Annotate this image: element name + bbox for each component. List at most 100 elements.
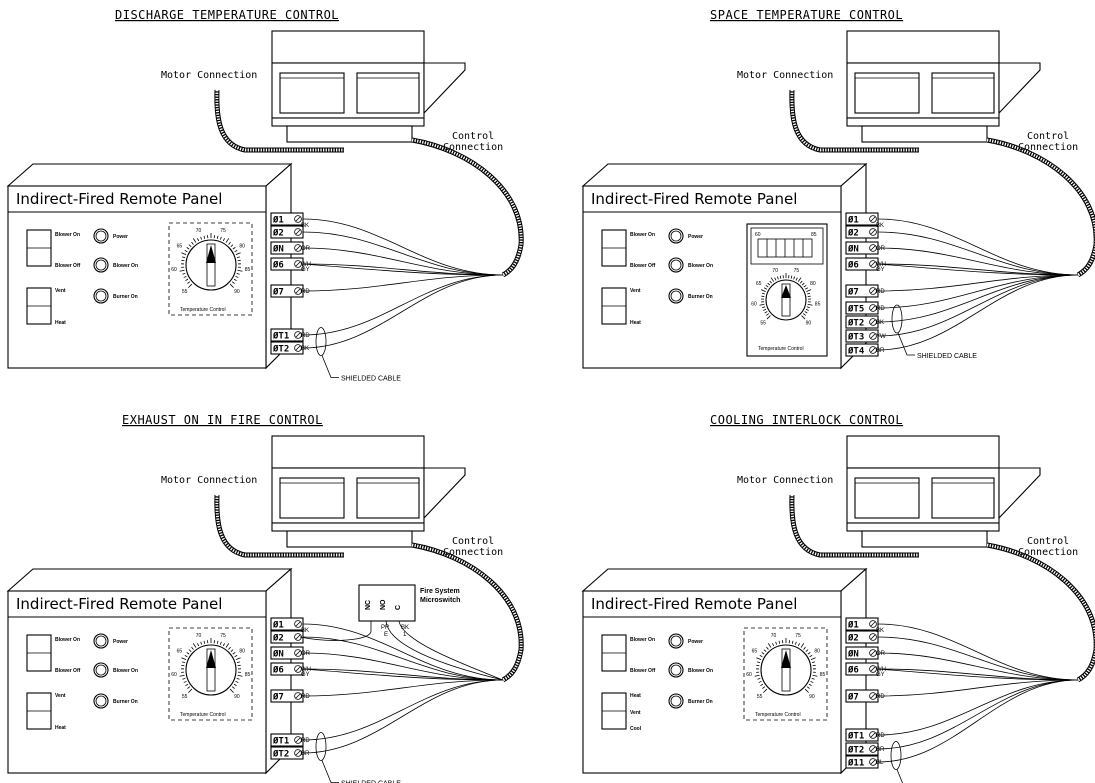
terminal-screw-slot <box>870 333 876 339</box>
terminal-screw <box>294 692 302 700</box>
wire <box>877 652 1079 681</box>
dial-knob[interactable] <box>760 644 812 696</box>
wire-color-label: RD <box>301 738 310 744</box>
dial-tick <box>766 315 771 320</box>
control-connection-label-1: Control <box>452 536 494 547</box>
terminal-label: Ø7 <box>847 287 859 298</box>
terminal-screw-slot <box>295 229 301 235</box>
dial-tick <box>187 281 191 284</box>
terminal-label: Ø7 <box>272 692 284 703</box>
dial-tick <box>762 306 766 309</box>
terminal-label: Ø6 <box>272 665 284 676</box>
dial-tick <box>216 640 219 644</box>
unit-window-left <box>279 72 345 114</box>
terminal-screw <box>869 620 877 628</box>
dial-tick <box>179 269 185 272</box>
indicator-light-inner <box>670 635 682 647</box>
shield-leader <box>321 355 339 378</box>
panel-top-face <box>581 163 868 187</box>
dial-tick <box>759 654 763 658</box>
wire-color-label: RD <box>301 694 310 700</box>
dial-number: 70 <box>196 228 202 234</box>
dial-tick <box>181 657 187 661</box>
dial-tick <box>236 677 240 680</box>
terminal-label: ØT1 <box>272 331 289 342</box>
wire <box>877 274 1079 309</box>
terminal-label: ØT2 <box>272 749 289 760</box>
terminal-label: Ø1 <box>272 215 284 226</box>
terminal-screw <box>869 332 877 340</box>
terminal-screw-slot <box>295 621 301 627</box>
dial-tick <box>801 315 806 320</box>
unit-hood <box>998 62 1041 115</box>
terminal-screw-slot <box>295 737 301 743</box>
dial-tick <box>192 238 197 243</box>
wire-color-label: WH <box>876 262 886 268</box>
dial-number: 70 <box>772 268 778 274</box>
unit-window-right <box>356 477 420 519</box>
dial-tick <box>231 281 235 284</box>
dial-number: 65 <box>177 243 183 249</box>
dial-tick <box>216 235 219 239</box>
dial-knob[interactable] <box>765 279 807 321</box>
dial-number: 75 <box>795 633 801 639</box>
microswitch-wire-nc <box>299 621 372 641</box>
terminal-screw-slot <box>870 347 876 353</box>
dial-number: 80 <box>810 281 816 287</box>
wire <box>877 668 1079 681</box>
dial-tick <box>766 646 769 650</box>
dial-number: 65 <box>752 648 758 654</box>
indicator-light-inner <box>95 259 107 271</box>
wire <box>302 247 504 276</box>
terminal-screw <box>294 749 302 757</box>
wire <box>302 231 504 276</box>
terminal-screw-slot <box>870 650 876 656</box>
dial-tick <box>235 252 241 256</box>
dial-tick <box>197 238 200 242</box>
shield-leader <box>897 332 915 356</box>
terminal-label: ØT5 <box>847 304 864 315</box>
dial-number: 65 <box>756 281 762 287</box>
panel-top-face <box>6 163 293 187</box>
indicator-light-inner <box>670 664 682 676</box>
microswitch-wire-label: E <box>384 632 388 638</box>
dial-tick <box>760 683 764 687</box>
dial-tick <box>228 646 231 650</box>
wire-color-label: BR <box>876 747 885 753</box>
dial-tick <box>763 287 768 290</box>
dial-tick <box>778 640 781 644</box>
dial-knob[interactable] <box>185 239 237 291</box>
panel-title: Indirect-Fired Remote Panel <box>591 190 797 208</box>
dial-tick <box>809 654 813 658</box>
dial-knob[interactable] <box>185 644 237 696</box>
dial-number: 90 <box>234 289 240 295</box>
dial-tick <box>762 686 766 689</box>
terminal-label: ØT2 <box>847 318 864 329</box>
wire <box>302 274 504 349</box>
terminal-screw-slot <box>870 305 876 311</box>
terminal-screw-slot <box>870 732 876 738</box>
indicator-label: Burner On <box>688 294 713 300</box>
terminal-screw-slot <box>870 229 876 235</box>
blower-on-label: Blower On <box>630 232 655 238</box>
dial-tick <box>803 284 807 288</box>
dial-number: 55 <box>757 694 763 700</box>
wire-color-label: WH <box>301 262 311 268</box>
terminal-screw-slot <box>295 245 301 251</box>
blower-on-label: Blower On <box>630 637 655 643</box>
wire <box>302 679 504 697</box>
dial-dashed-frame <box>743 627 828 721</box>
dial-number: 80 <box>239 243 245 249</box>
wire <box>877 636 1079 681</box>
dial-number: 60 <box>171 672 177 678</box>
unit-top-box <box>846 435 1000 469</box>
wire <box>877 247 1079 276</box>
